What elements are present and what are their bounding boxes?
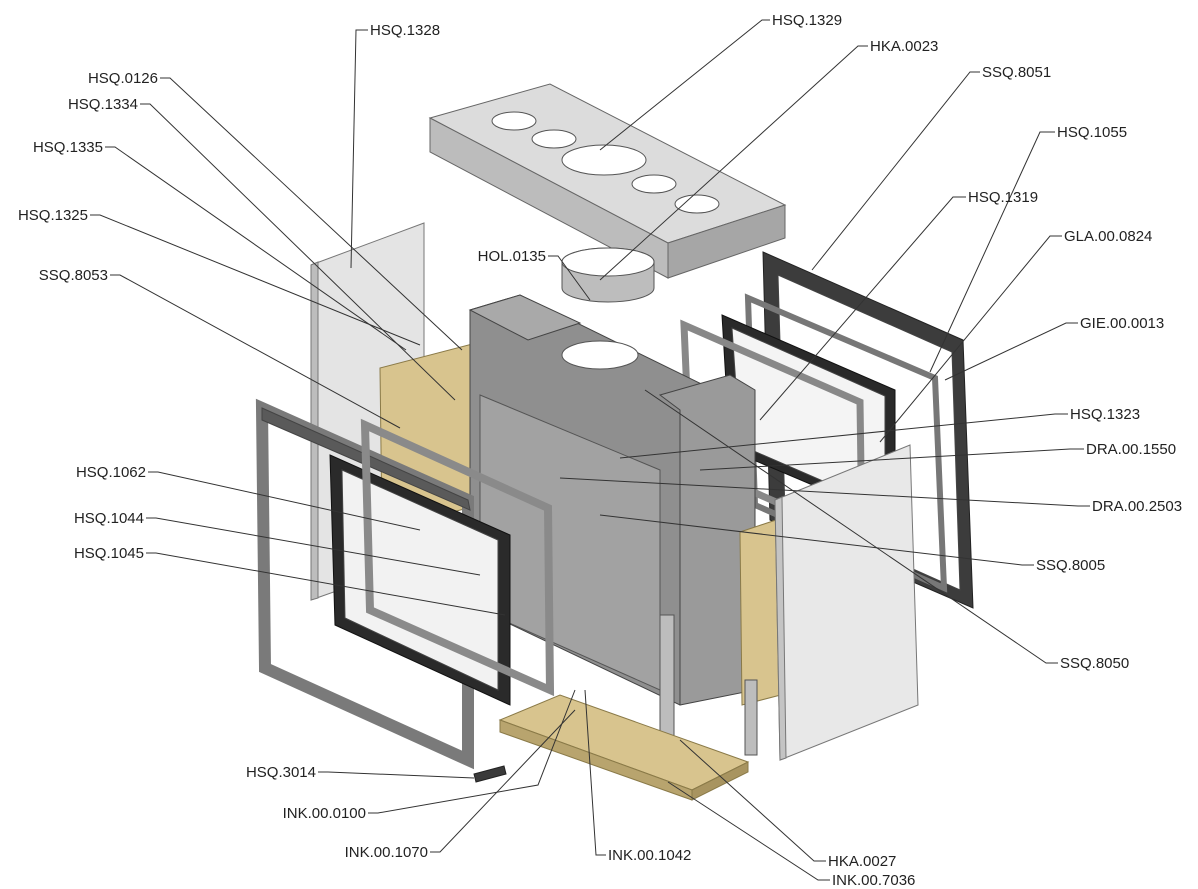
part-right-side-panel <box>774 444 919 761</box>
callout-labels: HSQ.1328 HSQ.1329 HKA.0023 SSQ.8051 HSQ.… <box>18 12 1182 889</box>
label-ssq-8053: SSQ.8053 <box>39 267 108 284</box>
part-small-bracket <box>473 765 507 783</box>
part-bottom-plate <box>498 694 750 801</box>
label-dra-00-1550: DRA.00.1550 <box>1086 441 1176 458</box>
part-top-plate <box>428 83 787 279</box>
label-hsq-3014: HSQ.3014 <box>246 764 316 781</box>
label-hka-0027: HKA.0027 <box>828 853 896 870</box>
label-hsq-1319: HSQ.1319 <box>968 189 1038 206</box>
label-ink-00-7036: INK.00.7036 <box>832 872 915 889</box>
label-hsq-1334: HSQ.1334 <box>68 96 138 113</box>
part-glass-panel-left <box>329 454 511 706</box>
label-hsq-1044: HSQ.1044 <box>74 510 144 527</box>
label-ink-00-1070: INK.00.1070 <box>345 844 428 861</box>
label-hsq-1328: HSQ.1328 <box>370 22 440 39</box>
label-hsq-0126: HSQ.0126 <box>88 70 158 87</box>
part-flue-collar <box>561 247 655 303</box>
leader-lines <box>90 19 1090 881</box>
label-ssq-8005: SSQ.8005 <box>1036 557 1105 574</box>
part-firebox-body <box>468 294 756 706</box>
label-gie-00-0013: GIE.00.0013 <box>1080 315 1164 332</box>
label-ink-00-0100: INK.00.0100 <box>283 805 366 822</box>
label-hka-0023: HKA.0023 <box>870 38 938 55</box>
label-hsq-1323: HSQ.1323 <box>1070 406 1140 423</box>
label-dra-00-2503: DRA.00.2503 <box>1092 498 1182 515</box>
part-inner-frame-left <box>360 418 555 697</box>
label-hsq-1055: HSQ.1055 <box>1057 124 1127 141</box>
label-ssq-8050: SSQ.8050 <box>1060 655 1129 672</box>
label-hsq-1325: HSQ.1325 <box>18 207 88 224</box>
label-hsq-1045: HSQ.1045 <box>74 545 144 562</box>
label-hol-0135: HOL.0135 <box>478 248 546 265</box>
label-ink-00-1042: INK.00.1042 <box>608 847 691 864</box>
label-gla-00-0824: GLA.00.0824 <box>1064 228 1152 245</box>
label-hsq-1062: HSQ.1062 <box>76 464 146 481</box>
label-hsq-1335: HSQ.1335 <box>33 139 103 156</box>
label-ssq-8051: SSQ.8051 <box>982 64 1051 81</box>
label-hsq-1329: HSQ.1329 <box>772 12 842 29</box>
